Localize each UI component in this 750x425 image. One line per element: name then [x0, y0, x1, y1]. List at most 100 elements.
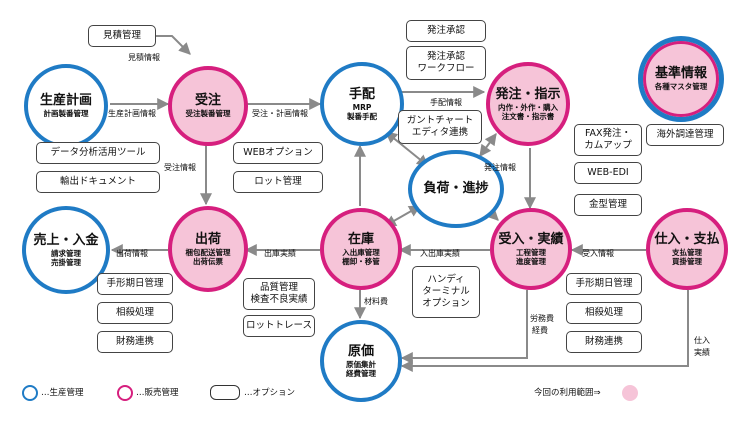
label-seisan-keikaku-joho: 生産計画情報	[108, 109, 156, 118]
node-title: 受注	[194, 93, 221, 109]
option-fax-hatchu: FAX発注・ カムアップ	[574, 124, 642, 156]
option-label: 発注承認	[426, 51, 465, 63]
legend-option-rect	[210, 385, 240, 400]
node-title: 生産計画	[39, 93, 92, 109]
option-kaigai-chotatsu: 海外調達管理	[646, 124, 724, 146]
option-gantt-chart: ガントチャート エディタ連携	[398, 110, 482, 144]
option-label: エディタ連携	[411, 127, 469, 138]
legend-production-label: …生産管理	[41, 388, 84, 398]
node-sub: 請求管理	[51, 248, 81, 258]
option-lot-trace: ロットトレース	[243, 315, 315, 337]
option-sousai-2: 相殺処理	[566, 302, 642, 324]
option-label: 海外調達管理	[656, 129, 714, 141]
node-title: 発注・指示	[495, 86, 561, 102]
arrow-hatchu-fuka	[479, 133, 497, 157]
label-ukeire-joho: 受入情報	[582, 249, 614, 258]
option-zaimu-renkei-1: 財務連携	[97, 331, 173, 353]
option-label: WEBオプション	[243, 147, 313, 159]
node-uriage-nyukin: 売上・入金 請求管理 売掛管理	[22, 206, 110, 294]
node-sub: 梱包配送管理	[185, 247, 231, 257]
node-title: 在庫	[347, 231, 374, 247]
option-label: 金型管理	[588, 199, 627, 211]
node-title: 基準情報	[654, 66, 707, 82]
node-sub: 原価集計	[346, 359, 376, 369]
label-juchu-keikaku-joho: 受注・計画情報	[252, 109, 308, 118]
node-shukka: 出荷 梱包配送管理 出荷伝票	[168, 206, 248, 292]
option-label: ワークフロー	[417, 63, 475, 74]
option-tegata-kijitsu-1: 手形期日管理	[97, 273, 173, 295]
option-label: ハンディ	[427, 274, 465, 286]
option-label: ロットトレース	[245, 320, 313, 332]
node-shiire-shiharai: 仕入・支払 支払管理 買掛管理	[646, 208, 728, 290]
label-tehai-joho: 手配情報	[430, 98, 462, 107]
node-sub: 受注製番管理	[185, 109, 231, 119]
option-web-edi: WEB-EDI	[574, 162, 642, 184]
label-nyushukko-jisseki: 入出庫実績	[420, 249, 460, 258]
label-hatchu-joho: 発注情報	[484, 163, 516, 172]
option-label: オプション	[422, 297, 470, 309]
node-title: 受入・実績	[498, 231, 564, 247]
arrow-tehai-fuka	[385, 131, 429, 167]
label-shukka-joho: 出荷情報	[116, 249, 148, 258]
legend-sales-label: …販売管理	[136, 388, 179, 398]
option-label: ターミナル	[422, 286, 470, 298]
arrow-shiire-genka	[400, 290, 689, 372]
option-label: 輸出ドキュメント	[59, 176, 136, 188]
node-sub: 経費管理	[346, 369, 376, 379]
node-sub: 注文書・指示書	[501, 112, 555, 122]
option-label: 財務連携	[115, 336, 154, 348]
option-kanagata-kanri: 金型管理	[574, 194, 642, 216]
node-fuka-shinchoku: 負荷・進捗	[408, 150, 504, 228]
node-tehai: 手配 MRP 製番手配	[320, 62, 404, 146]
legend-option-label: …オプション	[244, 388, 296, 398]
option-mitsumori-kanri: 見積管理	[88, 25, 156, 47]
arrow-mitsumori-juchu	[156, 35, 191, 55]
option-hinshitsu-kanri: 品質管理 検査不良実績	[243, 278, 315, 310]
node-seisan-keikaku: 生産計画 計画製番管理	[24, 64, 108, 148]
option-hatchu-workflow: 発注承認 ワークフロー	[406, 46, 486, 80]
node-sub: 各種マスタ管理	[654, 82, 708, 92]
option-label: 財務連携	[584, 336, 623, 348]
option-hatchu-shonin: 発注承認	[406, 20, 486, 42]
option-tegata-kijitsu-2: 手形期日管理	[566, 273, 642, 295]
option-data-bunseki: データ分析活用ツール	[36, 142, 160, 164]
node-sub: 買掛管理	[672, 257, 702, 267]
option-handy-terminal: ハンディ ターミナル オプション	[412, 266, 480, 318]
option-label: 検査不良実績	[250, 294, 308, 305]
option-zaimu-renkei-2: 財務連携	[566, 331, 642, 353]
label-romuhi: 労務費	[530, 314, 554, 323]
node-kijun-joho: 基準情報 各種マスタ管理	[638, 36, 724, 122]
label-shukko-jisseki: 出庫実績	[264, 249, 296, 258]
node-title: 負荷・進捗	[423, 180, 489, 196]
option-label: データ分析活用ツール	[50, 147, 146, 159]
arrow-ukeire-genka	[400, 290, 528, 364]
node-ukeire-jisseki: 受入・実績 工程管理 進度管理	[490, 208, 572, 290]
node-zaiko: 在庫 入出庫管理 棚卸・移管	[320, 208, 402, 290]
label-shiire: 仕入	[694, 336, 710, 345]
node-sub: 棚卸・移管	[342, 257, 380, 267]
node-sub: 計画製番管理	[43, 109, 89, 119]
node-juchu: 受注 受注製番管理	[168, 66, 248, 146]
label-mitsumori-joho: 見積情報	[128, 53, 160, 62]
node-genka: 原価 原価集計 経費管理	[320, 320, 402, 402]
node-title: 出荷	[194, 231, 221, 247]
option-web-option: WEBオプション	[233, 142, 323, 164]
node-sub: 入出庫管理	[342, 247, 380, 257]
node-sub: 製番手配	[347, 112, 377, 122]
option-label: 品質管理	[259, 282, 298, 294]
option-label: 相殺処理	[115, 307, 154, 319]
option-label: カムアップ	[584, 140, 632, 151]
node-sub: 売掛管理	[51, 258, 81, 268]
label-keihi: 経費	[532, 326, 548, 335]
legend-sales-circle	[117, 385, 133, 401]
option-label: WEB-EDI	[587, 167, 629, 179]
node-sub: 支払管理	[672, 247, 702, 257]
option-label: FAX発注・	[584, 128, 632, 140]
label-zairyohi: 材料費	[364, 297, 388, 306]
legend-scope-label: 今回の利用範囲⇒	[534, 388, 601, 398]
option-label: 相殺処理	[584, 307, 623, 319]
option-yushutsu-document: 輸出ドキュメント	[36, 171, 160, 193]
node-sub: 出荷伝票	[193, 257, 223, 267]
option-label: 発注承認	[426, 25, 465, 37]
